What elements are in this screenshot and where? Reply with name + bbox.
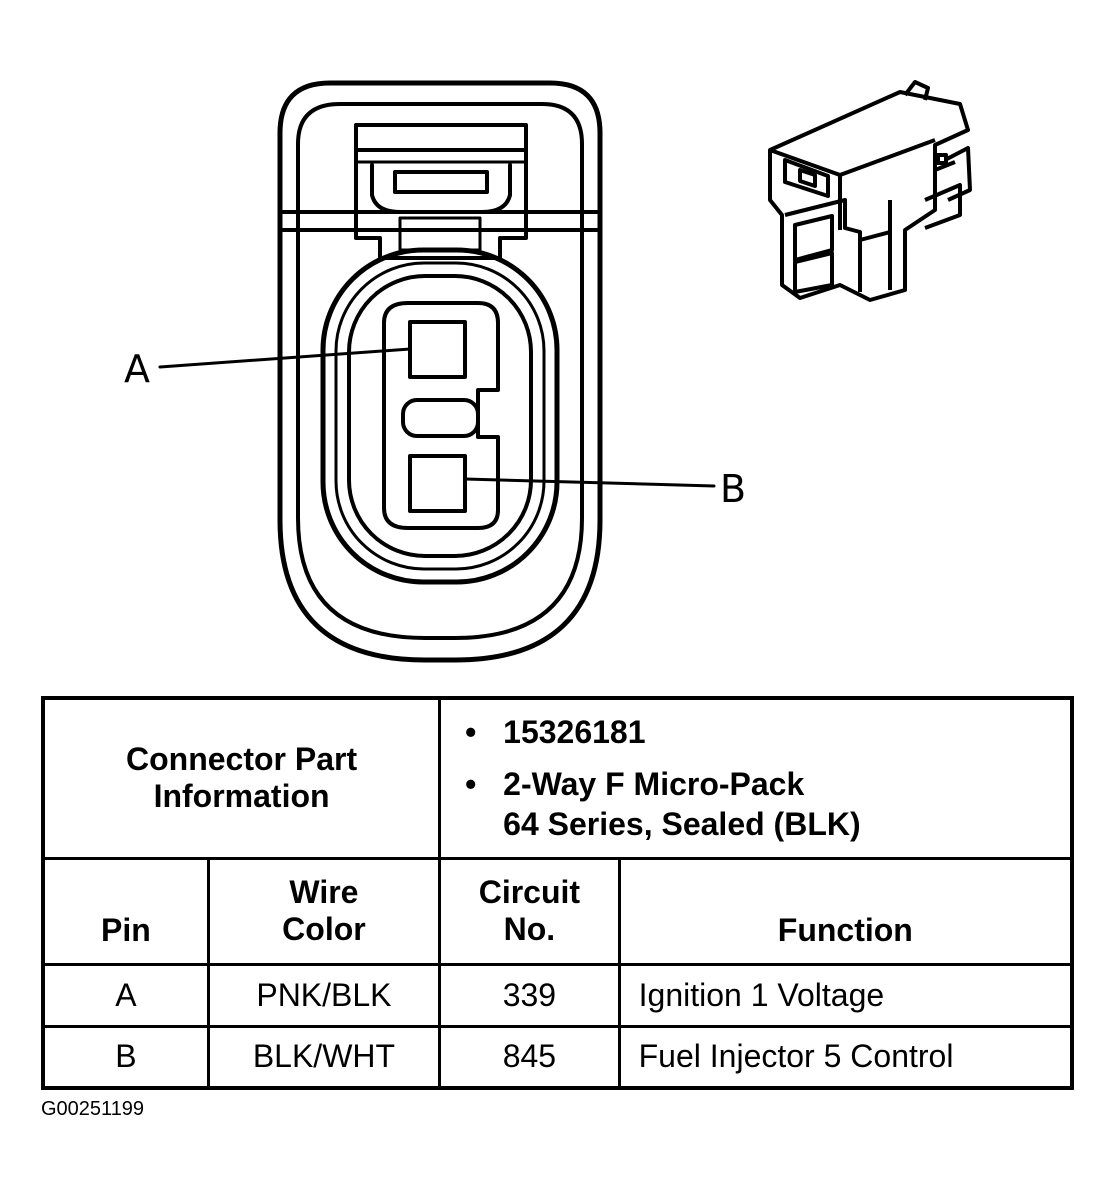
connector-housing-inner <box>296 102 584 640</box>
part-description: •2-Way F Micro-Pack <box>465 766 805 803</box>
row-a-pin: A <box>41 962 210 1028</box>
center-key <box>401 398 480 438</box>
connector-info-table: Connector Part Information •15326181 •2-… <box>41 696 1074 1090</box>
part-info-values: •15326181 •2-Way F Micro-Pack 64 Series,… <box>438 696 1074 860</box>
row-b-pin: B <box>41 1024 210 1090</box>
leader-line-a <box>158 347 412 369</box>
header-function: Function <box>617 856 1074 966</box>
terminal-cavity <box>382 301 500 530</box>
table-row: A PNK/BLK 339 Ignition 1 Voltage <box>41 962 1074 1028</box>
row-b-wire-color: BLK/WHT <box>206 1024 442 1090</box>
figure-id: G00251199 <box>41 1098 145 1120</box>
part-info-label: Connector Part Information <box>41 696 442 860</box>
row-b-function: Fuel Injector 5 Control <box>617 1024 1074 1090</box>
leader-line-b <box>463 477 716 488</box>
row-a-function: Ignition 1 Voltage <box>617 962 1074 1028</box>
part-info-label-line2: Information <box>153 778 330 815</box>
connector-iso-view <box>768 80 972 302</box>
part-number: •15326181 <box>465 714 646 751</box>
header-circuit-no: Circuit No. <box>438 856 621 966</box>
pin-callout-b: B <box>720 467 747 511</box>
pin-cavity-a <box>408 320 467 379</box>
pin-table-header-row: Pin Wire Color Circuit No. Function <box>41 856 1074 966</box>
row-a-wire-color: PNK/BLK <box>206 962 442 1028</box>
pin-callout-a: A <box>124 347 150 391</box>
part-description-line2: 64 Series, Sealed (BLK) <box>503 806 861 843</box>
table-row: B BLK/WHT 845 Fuel Injector 5 Control <box>41 1024 1074 1090</box>
header-pin: Pin <box>41 856 210 966</box>
connector-drawing <box>158 80 972 663</box>
seal-ring-outer <box>320 247 560 585</box>
header-wire-color: Wire Color <box>206 856 442 966</box>
row-a-circuit: 339 <box>438 962 621 1028</box>
connector-housing-outer <box>277 80 603 663</box>
part-info-label-line1: Connector Part <box>126 741 358 778</box>
pin-cavity-b <box>408 454 467 513</box>
row-b-circuit: 845 <box>438 1024 621 1090</box>
